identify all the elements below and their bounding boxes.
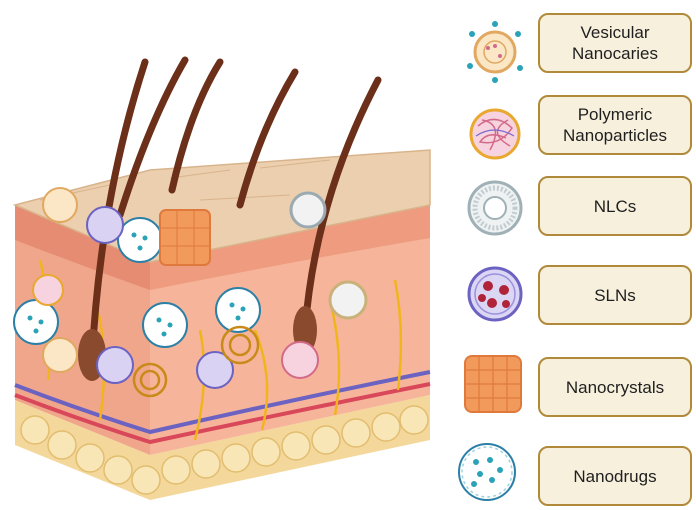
skin-cross-section xyxy=(0,0,440,510)
nanodrug-icon xyxy=(452,440,522,504)
nanocrystal-icon xyxy=(458,352,528,416)
nlc-icon xyxy=(460,176,530,240)
vesicular-nanocarrier-icon xyxy=(460,20,530,84)
legend-label-nanodrugs: Nanodrugs xyxy=(538,446,692,506)
legend-label-polymeric: Polymeric Nanoparticles xyxy=(538,95,692,155)
legend-label-nanocrystals: Nanocrystals xyxy=(538,357,692,417)
legend-label-sln: SLNs xyxy=(538,265,692,325)
sln-icon xyxy=(460,262,530,326)
legend-label-nlc: NLCs xyxy=(538,176,692,236)
polymeric-nanoparticle-icon xyxy=(460,102,530,166)
legend-label-vesicular: Vesicular Nanocaries xyxy=(538,13,692,73)
